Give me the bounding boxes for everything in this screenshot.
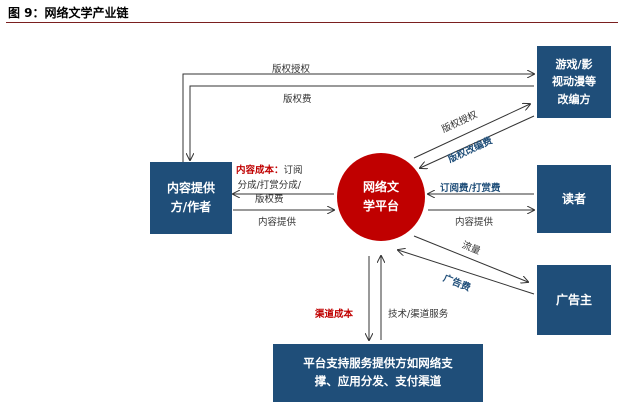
arrow-platform-to-advertiser-traffic (413, 235, 528, 282)
node-support-label: 平台支持服务提供方如网络支 撑、应用分发、支付渠道 (303, 356, 453, 388)
node-advertiser: 广告主 (537, 265, 611, 335)
label-author-income: 内容成本：订阅 分成/打赏分成/ 版权费 (236, 150, 303, 207)
node-support: 平台支持服务提供方如网络支 撑、应用分发、支付渠道 (273, 344, 483, 402)
arrow-author-to-games-license (182, 74, 534, 162)
node-readers: 读者 (537, 165, 611, 233)
node-author: 内容提供 方/作者 (150, 162, 232, 234)
node-advertiser-label: 广告主 (555, 292, 592, 307)
label-author-income-rest: 订阅 分成/打赏分成/ 版权费 (237, 165, 303, 205)
node-games: 游戏/影 视动漫等 改编方 (537, 46, 611, 118)
node-games-label: 游戏/影 视动漫等 改编方 (552, 58, 596, 106)
arrow-platform-to-games-license (413, 104, 530, 159)
label-top-license: 版权授权 (272, 64, 311, 75)
label-reader-pay: 订阅费/打赏费 (440, 183, 501, 194)
arrow-games-to-platform-fee (420, 115, 535, 168)
label-tech-service: 技术/渠道服务 (388, 309, 449, 320)
node-platform-label: 网络文 学平台 (362, 179, 399, 213)
node-author-label: 内容提供 方/作者 (166, 181, 215, 214)
label-top-fee: 版权费 (283, 94, 312, 105)
arrow-games-to-author-fee (190, 85, 534, 160)
label-reader-content: 内容提供 (455, 217, 494, 228)
node-platform: 网络文 学平台 (337, 153, 425, 241)
title-rule (6, 22, 618, 23)
arrow-advertiser-to-platform-adfee (398, 250, 535, 295)
label-author-content: 内容提供 (258, 217, 297, 228)
node-readers-label: 读者 (561, 191, 586, 206)
label-channel-cost: 渠道成本 (315, 309, 354, 320)
label-author-income-red: 内容成本： (236, 165, 284, 177)
figure-title: 图 9：网络文学产业链 (8, 6, 129, 20)
